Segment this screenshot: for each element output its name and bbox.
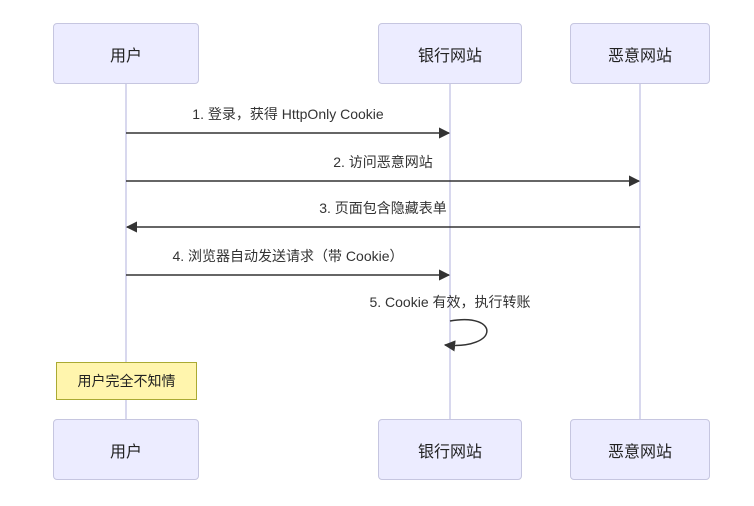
actor-bottom-evil: 恶意网站 xyxy=(570,419,710,480)
message-3-label: 3. 页面包含隐藏表单 xyxy=(319,200,447,216)
lifeline-user xyxy=(125,84,127,419)
message-4-label: 4. 浏览器自动发送请求（带 Cookie） xyxy=(172,248,404,264)
message-5-self-loop-arrow xyxy=(443,318,488,352)
message-5-label: 5. Cookie 有效，执行转账 xyxy=(369,294,531,310)
actor-label: 银行网站 xyxy=(417,443,482,461)
actor-top-user: 用户 xyxy=(53,23,199,84)
actor-bottom-bank: 银行网站 xyxy=(378,419,522,480)
actor-bottom-user: 用户 xyxy=(53,419,199,480)
message-1-label: 1. 登录，获得 HttpOnly Cookie xyxy=(192,106,384,122)
actor-top-evil: 恶意网站 xyxy=(570,23,710,84)
actor-label: 用户 xyxy=(109,443,142,461)
actor-top-bank: 银行网站 xyxy=(378,23,522,84)
actor-label: 恶意网站 xyxy=(607,47,672,65)
actor-label: 恶意网站 xyxy=(607,443,672,461)
message-2-label: 2. 访问恶意网站 xyxy=(333,154,433,170)
lifeline-evil xyxy=(639,84,641,419)
note-box: 用户完全不知情 xyxy=(56,362,197,400)
note-label: 用户完全不知情 xyxy=(77,373,176,389)
lifeline-bank xyxy=(449,84,451,419)
actor-label: 银行网站 xyxy=(417,47,482,65)
actor-label: 用户 xyxy=(109,47,142,65)
